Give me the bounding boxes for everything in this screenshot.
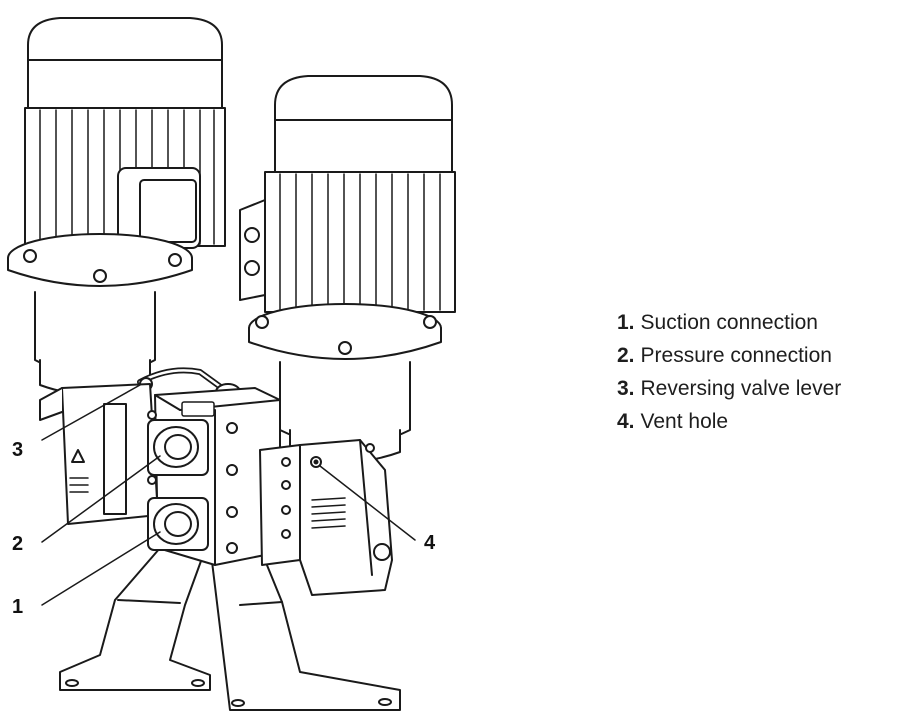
legend-number: 3.	[617, 377, 635, 400]
legend-label: Vent hole	[640, 410, 729, 433]
callout-4: 4	[424, 532, 436, 554]
legend-label: Pressure connection	[640, 344, 832, 367]
valve-block	[147, 387, 281, 566]
left-motor	[7, 17, 226, 396]
callout-2: 2	[12, 533, 24, 555]
legend-label: Suction connection	[640, 311, 818, 334]
legend-number: 2.	[617, 344, 635, 367]
legend-item-pressure-connection: 2.Pressure connection	[617, 339, 907, 372]
legend-item-reversing-valve-lever: 3.Reversing valve lever	[617, 372, 907, 405]
legend-label: Reversing valve lever	[640, 377, 842, 400]
legend-number: 4.	[617, 410, 635, 433]
right-motor	[239, 75, 456, 463]
leader-lines	[41, 384, 416, 606]
callout-1: 1	[12, 596, 24, 618]
callout-3: 3	[12, 439, 24, 461]
legend-item-suction-connection: 1.Suction connection	[617, 306, 907, 339]
legend-item-vent-hole: 4.Vent hole	[617, 405, 907, 438]
legend: 1.Suction connection 2.Pressure connecti…	[617, 306, 907, 438]
right-pump-housing	[259, 439, 393, 596]
left-pump-housing	[39, 383, 159, 525]
legend-number: 1.	[617, 311, 635, 334]
